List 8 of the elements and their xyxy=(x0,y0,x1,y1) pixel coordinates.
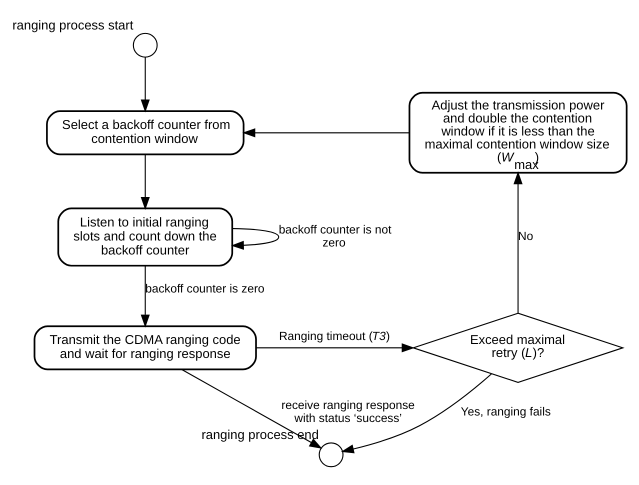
edge-label: Yes, ranging fails xyxy=(460,404,551,418)
edge-label: backoff counter is zero xyxy=(145,280,265,295)
edge-label: No xyxy=(518,228,534,243)
edge-label: receive ranging response with status ‘success’ xyxy=(281,398,415,425)
node-label: ranging process end xyxy=(201,426,319,442)
node-label: ranging process start xyxy=(12,17,134,32)
edge-label: backoff counter is not zero xyxy=(278,222,392,250)
edge-label: Ranging timeout (T3) xyxy=(278,328,390,343)
